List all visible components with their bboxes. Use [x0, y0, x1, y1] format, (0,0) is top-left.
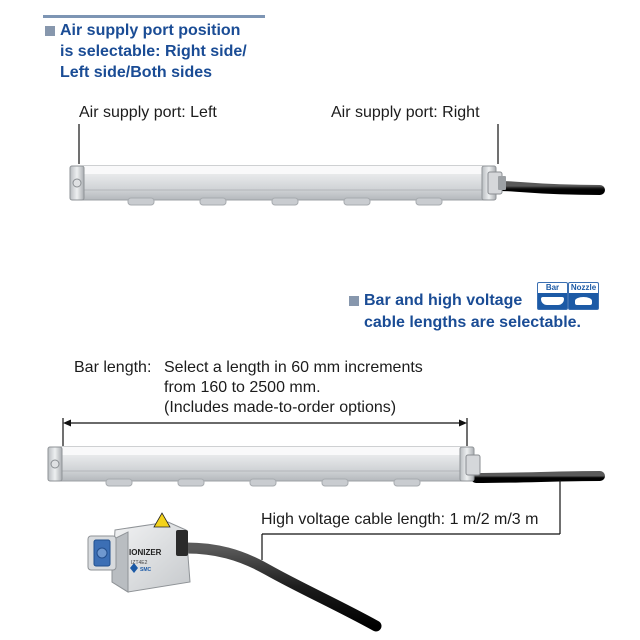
- bar-length-line-2: from 160 to 2500 mm.: [164, 379, 321, 396]
- power-supply-cable: [180, 542, 382, 632]
- bar-length-line-1: Select a length in 60 mm increments: [164, 359, 423, 376]
- air-port-right-label: Air supply port: Right: [331, 104, 480, 121]
- section1-heading-line-3: Left side/Both sides: [60, 64, 213, 81]
- section1-heading-line-1: Air supply port position: [60, 22, 241, 39]
- high-voltage-warning-icon: [153, 512, 171, 528]
- section2-heading-bullet-icon: [349, 296, 359, 306]
- nozzle-badge: Nozzle: [568, 282, 599, 310]
- bar-badge: Bar: [537, 282, 568, 310]
- section2-heading-line-2: cable lengths are selectable.: [364, 314, 581, 331]
- nozzle-ionizer-icon: [575, 297, 592, 305]
- section2-spacer: [348, 311, 598, 312]
- air-port-left-label: Air supply port: Left: [79, 104, 217, 121]
- bar2-cable: [471, 471, 605, 483]
- bar1-cable: [495, 181, 605, 195]
- cable-length-label: High voltage cable length: 1 m/2 m/3 m: [261, 511, 539, 528]
- nozzle-badge-label: Nozzle: [569, 283, 598, 293]
- bar1-ionizer: [69, 165, 506, 206]
- power-supply-title: IONIZER: [129, 548, 162, 557]
- power-supply-brand: SMC: [140, 567, 152, 573]
- section1-top-rule: [43, 15, 265, 18]
- section1-heading-line-2: is selectable: Right side/: [60, 43, 247, 60]
- section1-heading-bullet-icon: [45, 26, 55, 36]
- bar-badge-label: Bar: [538, 283, 567, 293]
- dimension-arrow-right-icon: [459, 419, 467, 427]
- bar-length-label: Bar length:: [74, 359, 152, 376]
- bar2-ionizer: [47, 446, 481, 487]
- dimension-arrow-left-icon: [63, 419, 71, 427]
- power-supply-model: IZT4E2: [131, 560, 148, 566]
- bar-ionizer-icon: [541, 297, 564, 305]
- section2-heading-line-1: Bar and high voltage: [364, 292, 523, 309]
- power-supply-unit: [87, 512, 191, 593]
- bar-length-line-3: (Includes made-to-order options): [164, 399, 397, 416]
